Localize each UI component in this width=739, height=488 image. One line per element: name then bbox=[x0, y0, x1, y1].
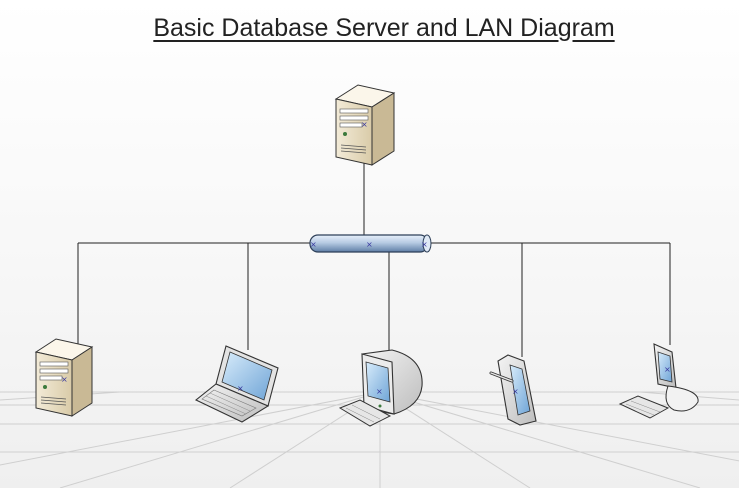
tablet-icon[interactable]: × bbox=[489, 354, 537, 426]
svg-text:×: × bbox=[310, 240, 317, 249]
lan-bus[interactable]: × × × bbox=[309, 234, 432, 253]
server-icon[interactable]: × bbox=[34, 338, 94, 417]
svg-text:×: × bbox=[421, 240, 428, 249]
svg-text:×: × bbox=[366, 240, 373, 249]
connections bbox=[77, 160, 671, 357]
svg-text:×: × bbox=[376, 387, 383, 396]
svg-text:×: × bbox=[664, 365, 671, 374]
svg-text:×: × bbox=[237, 384, 244, 393]
lcd-monitor-icon[interactable]: × bbox=[618, 343, 699, 419]
svg-text:×: × bbox=[361, 120, 368, 129]
svg-text:×: × bbox=[512, 387, 519, 396]
laptop-icon[interactable]: × bbox=[194, 345, 279, 423]
database-server-icon[interactable]: × bbox=[334, 84, 396, 166]
diagram-title: Basic Database Server and LAN Diagram bbox=[153, 14, 615, 42]
svg-text:×: × bbox=[61, 375, 68, 384]
desktop-pc-icon[interactable]: × bbox=[338, 349, 423, 427]
